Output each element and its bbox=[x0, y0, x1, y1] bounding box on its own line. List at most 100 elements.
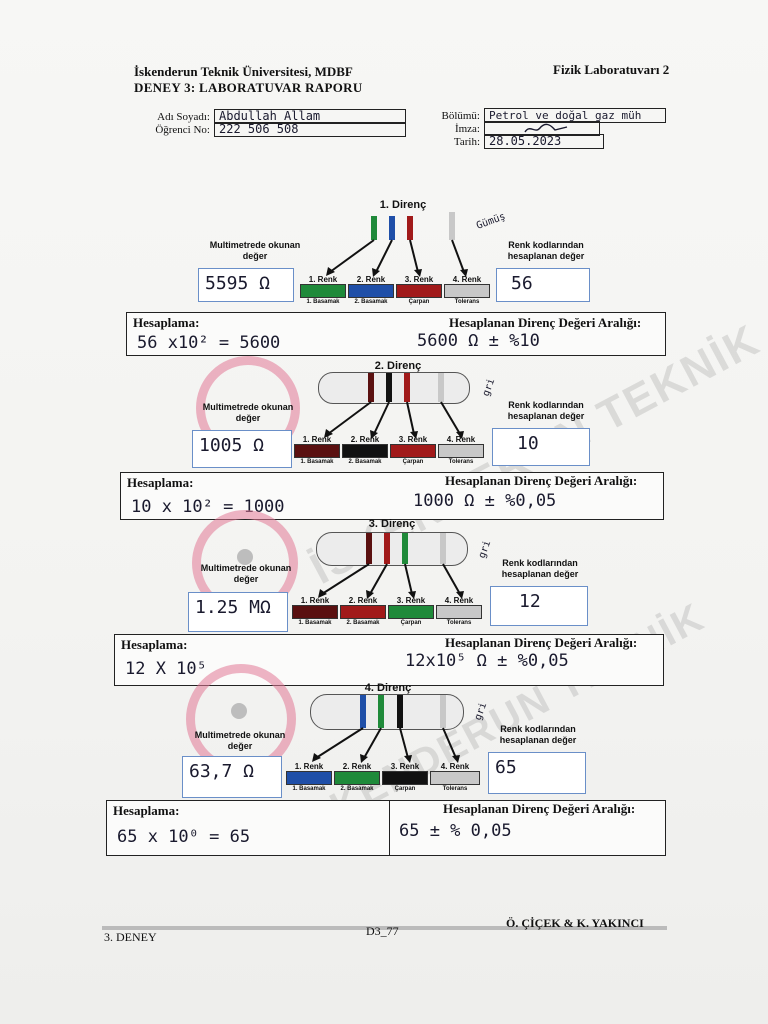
range-label: Hesaplanan Direnç Değeri Aralığı: bbox=[445, 473, 638, 488]
renk-2-label: 2. Renk bbox=[348, 596, 378, 605]
renk-1-label: 1. Renk bbox=[300, 596, 330, 605]
renk-4-label: 4. Renk bbox=[446, 435, 476, 444]
renk-3-label: 3. Renk bbox=[398, 435, 428, 444]
renk-1-label: 1. Renk bbox=[294, 762, 324, 771]
multimeter-value-field[interactable]: 1.25 MΩ bbox=[188, 592, 288, 632]
color-code-value-field[interactable]: 65 bbox=[488, 752, 586, 794]
carpan-label: Çarpan bbox=[408, 299, 430, 305]
swatch-4 bbox=[430, 771, 480, 785]
band-2-stripe bbox=[378, 695, 384, 728]
swatch-3 bbox=[396, 284, 442, 298]
multimeter-value-field[interactable]: 1005 Ω bbox=[192, 430, 292, 468]
resistor-body bbox=[310, 694, 464, 730]
band-arrows bbox=[324, 401, 464, 439]
signature-scribble bbox=[524, 123, 568, 133]
band-3-stripe bbox=[404, 373, 410, 402]
swatch-4 bbox=[436, 605, 482, 619]
range-value[interactable]: 5600 Ω ± %10 bbox=[417, 331, 540, 351]
tolerans-label: Tolerans bbox=[454, 299, 480, 305]
date-label: Tarih: bbox=[453, 136, 480, 148]
footer-authors: Ö. ÇİÇEK & K. YAKINCI bbox=[506, 916, 644, 930]
hesaplama-label: Hesaplama: bbox=[121, 637, 188, 652]
calculation-value[interactable]: 12 X 10⁵ bbox=[125, 659, 207, 679]
swatch-1 bbox=[294, 444, 340, 458]
multimeter-value-field[interactable]: 5595 Ω bbox=[198, 268, 294, 302]
color-code-label: Renk kodlarından hesaplanan değer bbox=[501, 558, 579, 579]
calculation-value[interactable]: 65 x 10⁰ = 65 bbox=[117, 827, 251, 847]
band-2-stripe bbox=[389, 216, 395, 240]
footer-page-code: D3_77 bbox=[366, 924, 399, 938]
date-field[interactable]: 28.05.2023 bbox=[484, 134, 604, 149]
multimeter-label: Multimetrede okunan değer bbox=[209, 240, 301, 261]
resistor-title: 3. Direnç bbox=[368, 518, 416, 530]
renk-1-label: 1. Renk bbox=[308, 275, 338, 284]
swatch-3 bbox=[388, 605, 434, 619]
department-label: Bölümü: bbox=[441, 110, 480, 122]
color-code-value-field[interactable]: 56 bbox=[496, 268, 590, 302]
renk-3-label: 3. Renk bbox=[390, 762, 420, 771]
signature-field[interactable] bbox=[484, 121, 600, 136]
band-note: gri bbox=[476, 539, 494, 560]
band-note: Gümüş bbox=[475, 211, 508, 232]
color-code-label: Renk kodlarından hesaplanan değer bbox=[499, 724, 577, 745]
experiment-title: DENEY 3: LABORATUVAR RAPORU bbox=[134, 80, 363, 95]
range-label: Hesaplanan Direnç Değeri Aralığı: bbox=[443, 801, 636, 816]
multimeter-value-field[interactable]: 63,7 Ω bbox=[182, 756, 282, 798]
name-label: Adı Soyadı: bbox=[157, 111, 210, 123]
multimeter-label: Multimetrede okunan değer bbox=[200, 563, 292, 584]
calculation-row: Hesaplama: Hesaplanan Direnç Değeri Aral… bbox=[106, 800, 666, 856]
range-label: Hesaplanan Direnç Değeri Aralığı: bbox=[449, 315, 642, 330]
range-value[interactable]: 65 ± % 0,05 bbox=[399, 821, 512, 841]
band-1-stripe bbox=[371, 216, 377, 240]
band-arrows bbox=[312, 727, 460, 763]
color-code-label: Renk kodlarından hesaplanan değer bbox=[507, 400, 585, 421]
swatch-1 bbox=[292, 605, 338, 619]
calculation-value[interactable]: 56 x10² = 5600 bbox=[137, 333, 281, 353]
basamak-2-label: 2. Basamak bbox=[348, 459, 382, 465]
band-arrows bbox=[326, 239, 468, 277]
band-1-stripe bbox=[366, 533, 372, 564]
swatch-1 bbox=[300, 284, 346, 298]
color-code-label: Renk kodlarından hesaplanan değer bbox=[507, 240, 585, 261]
swatch-2 bbox=[342, 444, 388, 458]
student-number-label: Öğrenci No: bbox=[155, 124, 210, 136]
color-code-value-field[interactable]: 10 bbox=[492, 428, 590, 466]
footer-left: 3. DENEY bbox=[104, 930, 157, 944]
renk-4-label: 4. Renk bbox=[444, 596, 474, 605]
tolerans-label: Tolerans bbox=[446, 620, 472, 626]
university-name: İskenderun Teknik Üniversitesi, MDBF bbox=[134, 64, 353, 79]
carpan-label: Çarpan bbox=[400, 620, 422, 626]
resistor-title: 2. Direnç bbox=[374, 360, 422, 372]
hesaplama-label: Hesaplama: bbox=[113, 803, 180, 818]
swatch-1 bbox=[286, 771, 332, 785]
band-2-stripe bbox=[384, 533, 390, 564]
calculation-row: Hesaplama: Hesaplanan Direnç Değeri Aral… bbox=[126, 312, 666, 356]
swatch-2 bbox=[340, 605, 386, 619]
carpan-label: Çarpan bbox=[402, 459, 424, 465]
band-4-stripe bbox=[440, 695, 446, 728]
resistor-body bbox=[318, 372, 470, 404]
range-value[interactable]: 12x10⁵ Ω ± %0,05 bbox=[405, 651, 569, 671]
band-arrows bbox=[318, 563, 464, 599]
basamak-1-label: 1. Basamak bbox=[306, 299, 340, 305]
band-1-stripe bbox=[368, 373, 374, 402]
basamak-1-label: 1. Basamak bbox=[300, 459, 334, 465]
student-number-field[interactable]: 222 506 508 bbox=[214, 122, 406, 137]
resistor-title: 4. Direnç bbox=[364, 682, 412, 694]
basamak-1-label: 1. Basamak bbox=[292, 786, 326, 792]
band-1-stripe bbox=[360, 695, 366, 728]
range-value[interactable]: 1000 Ω ± %0,05 bbox=[413, 491, 557, 511]
renk-4-label: 4. Renk bbox=[452, 275, 482, 284]
name-field[interactable]: Abdullah Allam bbox=[214, 109, 406, 124]
stamp-dot bbox=[231, 703, 247, 719]
footer-rule bbox=[102, 926, 667, 930]
color-code-value-field[interactable]: 12 bbox=[490, 586, 588, 626]
stamp-dot bbox=[237, 549, 253, 565]
swatch-3 bbox=[382, 771, 428, 785]
band-2-stripe bbox=[386, 373, 392, 402]
department-field[interactable]: Petrol ve doğal gaz müh bbox=[484, 108, 666, 123]
swatch-2 bbox=[334, 771, 380, 785]
swatch-4 bbox=[438, 444, 484, 458]
calc-divider bbox=[389, 801, 390, 855]
